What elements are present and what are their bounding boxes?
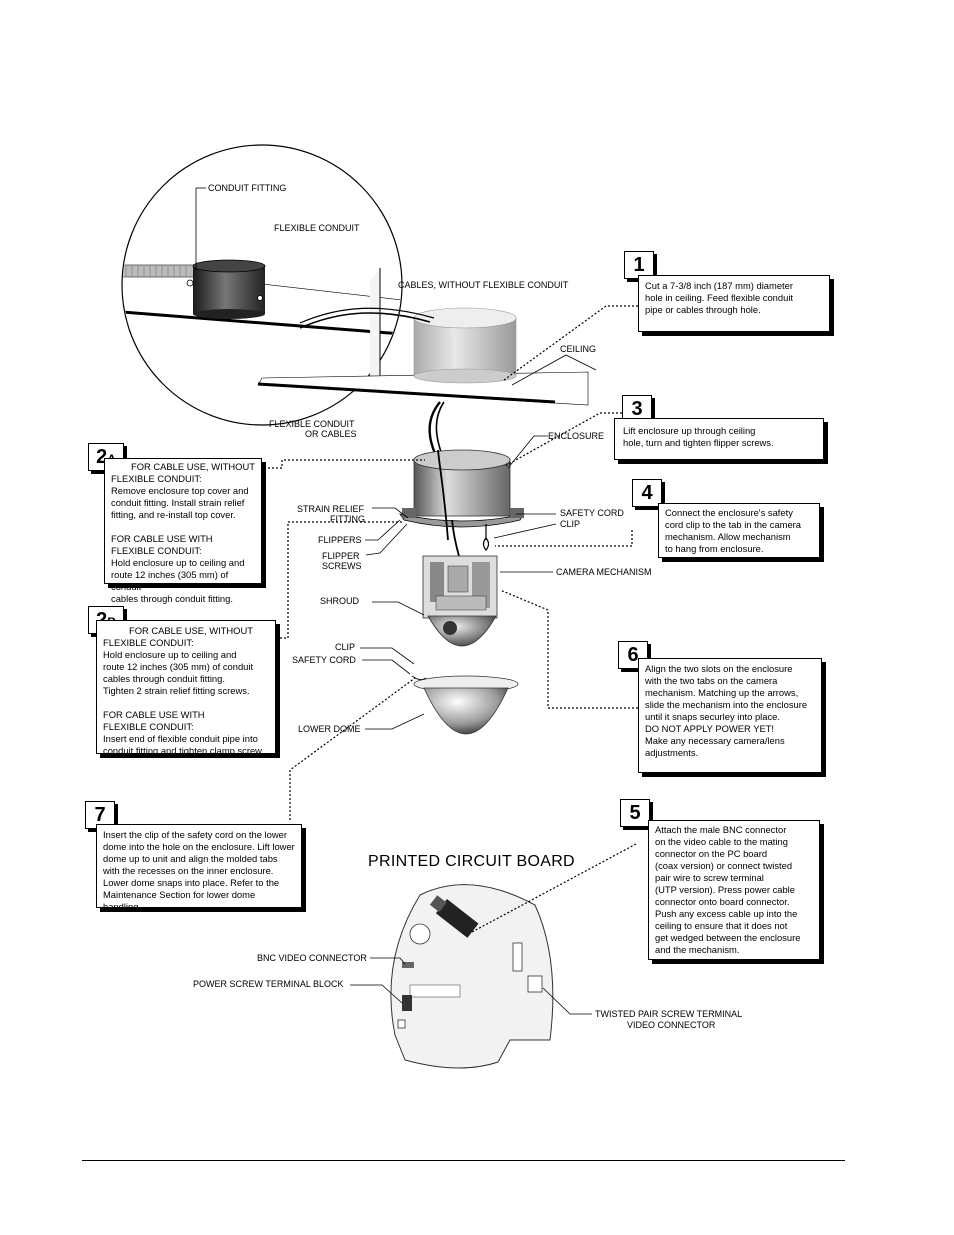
step-3-box: Lift enclosure up through ceiling hole, … <box>614 418 824 460</box>
camera-mechanism <box>422 555 498 647</box>
label-flexible-conduit-or-cables-2: OR CABLES <box>305 429 357 439</box>
label-enclosure: ENCLOSURE <box>548 431 604 441</box>
step-5-text: Attach the male BNC connector on the vid… <box>655 824 801 955</box>
label-twisted-pair-1: TWISTED PAIR SCREW TERMINAL <box>595 1009 742 1019</box>
step-1-number: 1 <box>624 251 654 279</box>
label-flexible-conduit-or-cables-1: FLEXIBLE CONDUIT <box>269 419 355 429</box>
step-6-text: Align the two slots on the enclosure wit… <box>645 663 808 758</box>
footer-rule <box>82 1160 845 1161</box>
label-flexible-conduit: FLEXIBLE CONDUIT <box>274 223 360 233</box>
label-flipper-screws-1: FLIPPER <box>322 551 360 561</box>
label-ceiling: CEILING <box>560 344 596 354</box>
step-1-text: Cut a 7-3/8 inch (187 mm) diameter hole … <box>645 280 794 315</box>
step-2a-box: FOR CABLE USE, WITHOUT FLEXIBLE CONDUIT:… <box>104 458 262 604</box>
label-bnc-video-connector: BNC VIDEO CONNECTOR <box>257 953 367 963</box>
step-5-box: Attach the male BNC connector on the vid… <box>648 820 820 960</box>
step-7-box: Insert the clip of the safety cord on th… <box>96 824 302 912</box>
dotted-connectors <box>264 305 638 933</box>
ceiling-scene <box>257 268 589 461</box>
printed-circuit-board <box>390 884 554 1069</box>
step-2b-box: FOR CABLE USE, WITHOUT FLEXIBLE CONDUIT:… <box>96 620 276 756</box>
label-conduit-fitting: CONDUIT FITTING <box>208 183 286 193</box>
label-clip: CLIP <box>560 519 580 529</box>
step-5-number: 5 <box>620 799 650 827</box>
leader-lines <box>195 187 597 1015</box>
label-lower-dome: LOWER DOME <box>298 724 361 734</box>
label-power-screw-terminal: POWER SCREW TERMINAL BLOCK <box>193 979 344 989</box>
label-strain-relief-2: FITTING <box>330 514 365 524</box>
conduit-detail-callout <box>121 144 403 426</box>
label-camera-mechanism: CAMERA MECHANISM <box>556 567 652 577</box>
step-4-text: Connect the enclosure's safety cord clip… <box>665 507 802 554</box>
step-3-text: Lift enclosure up through ceiling hole, … <box>623 425 774 448</box>
lower-dome <box>411 675 519 735</box>
step-2a-num: 2 <box>96 446 108 468</box>
label-cables-without-conduit: CABLES, WITHOUT FLEXIBLE CONDUIT <box>398 280 569 290</box>
label-flippers: FLIPPERS <box>318 535 362 545</box>
step-7-text: Insert the clip of the safety cord on th… <box>103 829 295 912</box>
step-4-number: 4 <box>632 479 662 507</box>
label-safety-cord: SAFETY CORD <box>560 508 624 518</box>
step-2b-text: FOR CABLE USE, WITHOUT FLEXIBLE CONDUIT:… <box>103 625 265 756</box>
label-shroud: SHROUD <box>320 596 360 606</box>
label-safety-cord-lower: SAFETY CORD <box>292 655 356 665</box>
label-flipper-screws-2: SCREWS <box>322 561 362 571</box>
step-2a-text: FOR CABLE USE, WITHOUT FLEXIBLE CONDUIT:… <box>111 461 255 604</box>
label-clip-lower: CLIP <box>335 642 355 652</box>
label-twisted-pair-2: VIDEO CONNECTOR <box>627 1020 716 1030</box>
label-strain-relief-1: STRAIN RELIEF <box>297 504 365 514</box>
enclosure <box>399 449 525 561</box>
step-6-box: Align the two slots on the enclosure wit… <box>638 658 822 773</box>
step-1-box: Cut a 7-3/8 inch (187 mm) diameter hole … <box>638 275 830 332</box>
step-4-box: Connect the enclosure's safety cord clip… <box>658 503 820 558</box>
safety-cord-clip <box>482 524 490 551</box>
pcb-title: PRINTED CIRCUIT BOARD <box>368 853 575 870</box>
